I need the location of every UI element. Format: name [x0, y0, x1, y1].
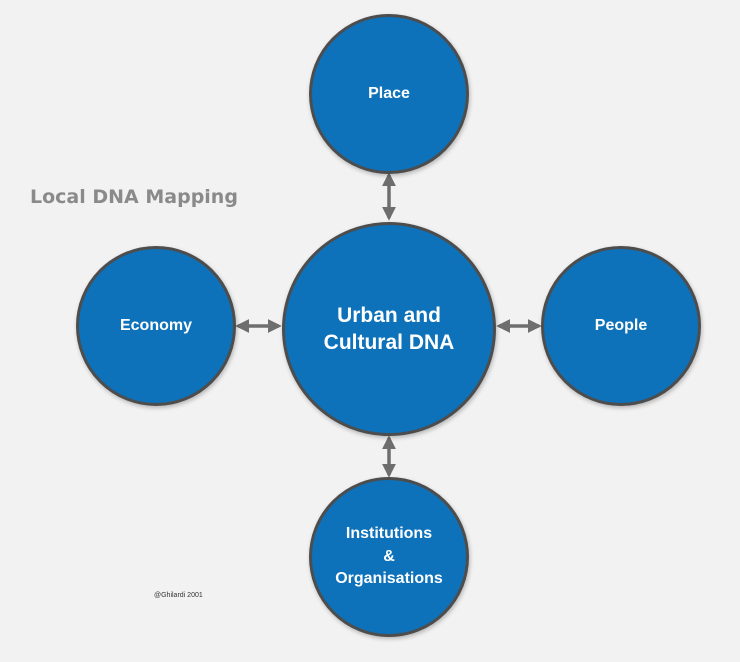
node-place-label: Place — [368, 85, 410, 102]
node-economy-label: Economy — [119, 317, 192, 334]
copyright-credit: @Ghilardi 2001 — [154, 592, 203, 599]
node-institutions-line-2: & — [383, 547, 395, 565]
node-place: Place — [309, 14, 469, 174]
node-people: People — [541, 246, 701, 406]
node-institutions: Institutions & Organisations — [309, 477, 469, 637]
node-institutions-line-1: Institutions — [345, 525, 433, 543]
node-people-label: People — [594, 317, 648, 334]
node-center-line-2: Cultural DNA — [323, 331, 455, 354]
node-center-line-1: Urban and — [337, 303, 441, 327]
node-economy: Economy — [76, 246, 236, 406]
node-institutions-line-3: Organisations — [335, 570, 443, 588]
node-center: Urban and Cultural DNA — [282, 222, 496, 436]
diagram-title: Local DNA Mapping — [30, 186, 238, 208]
